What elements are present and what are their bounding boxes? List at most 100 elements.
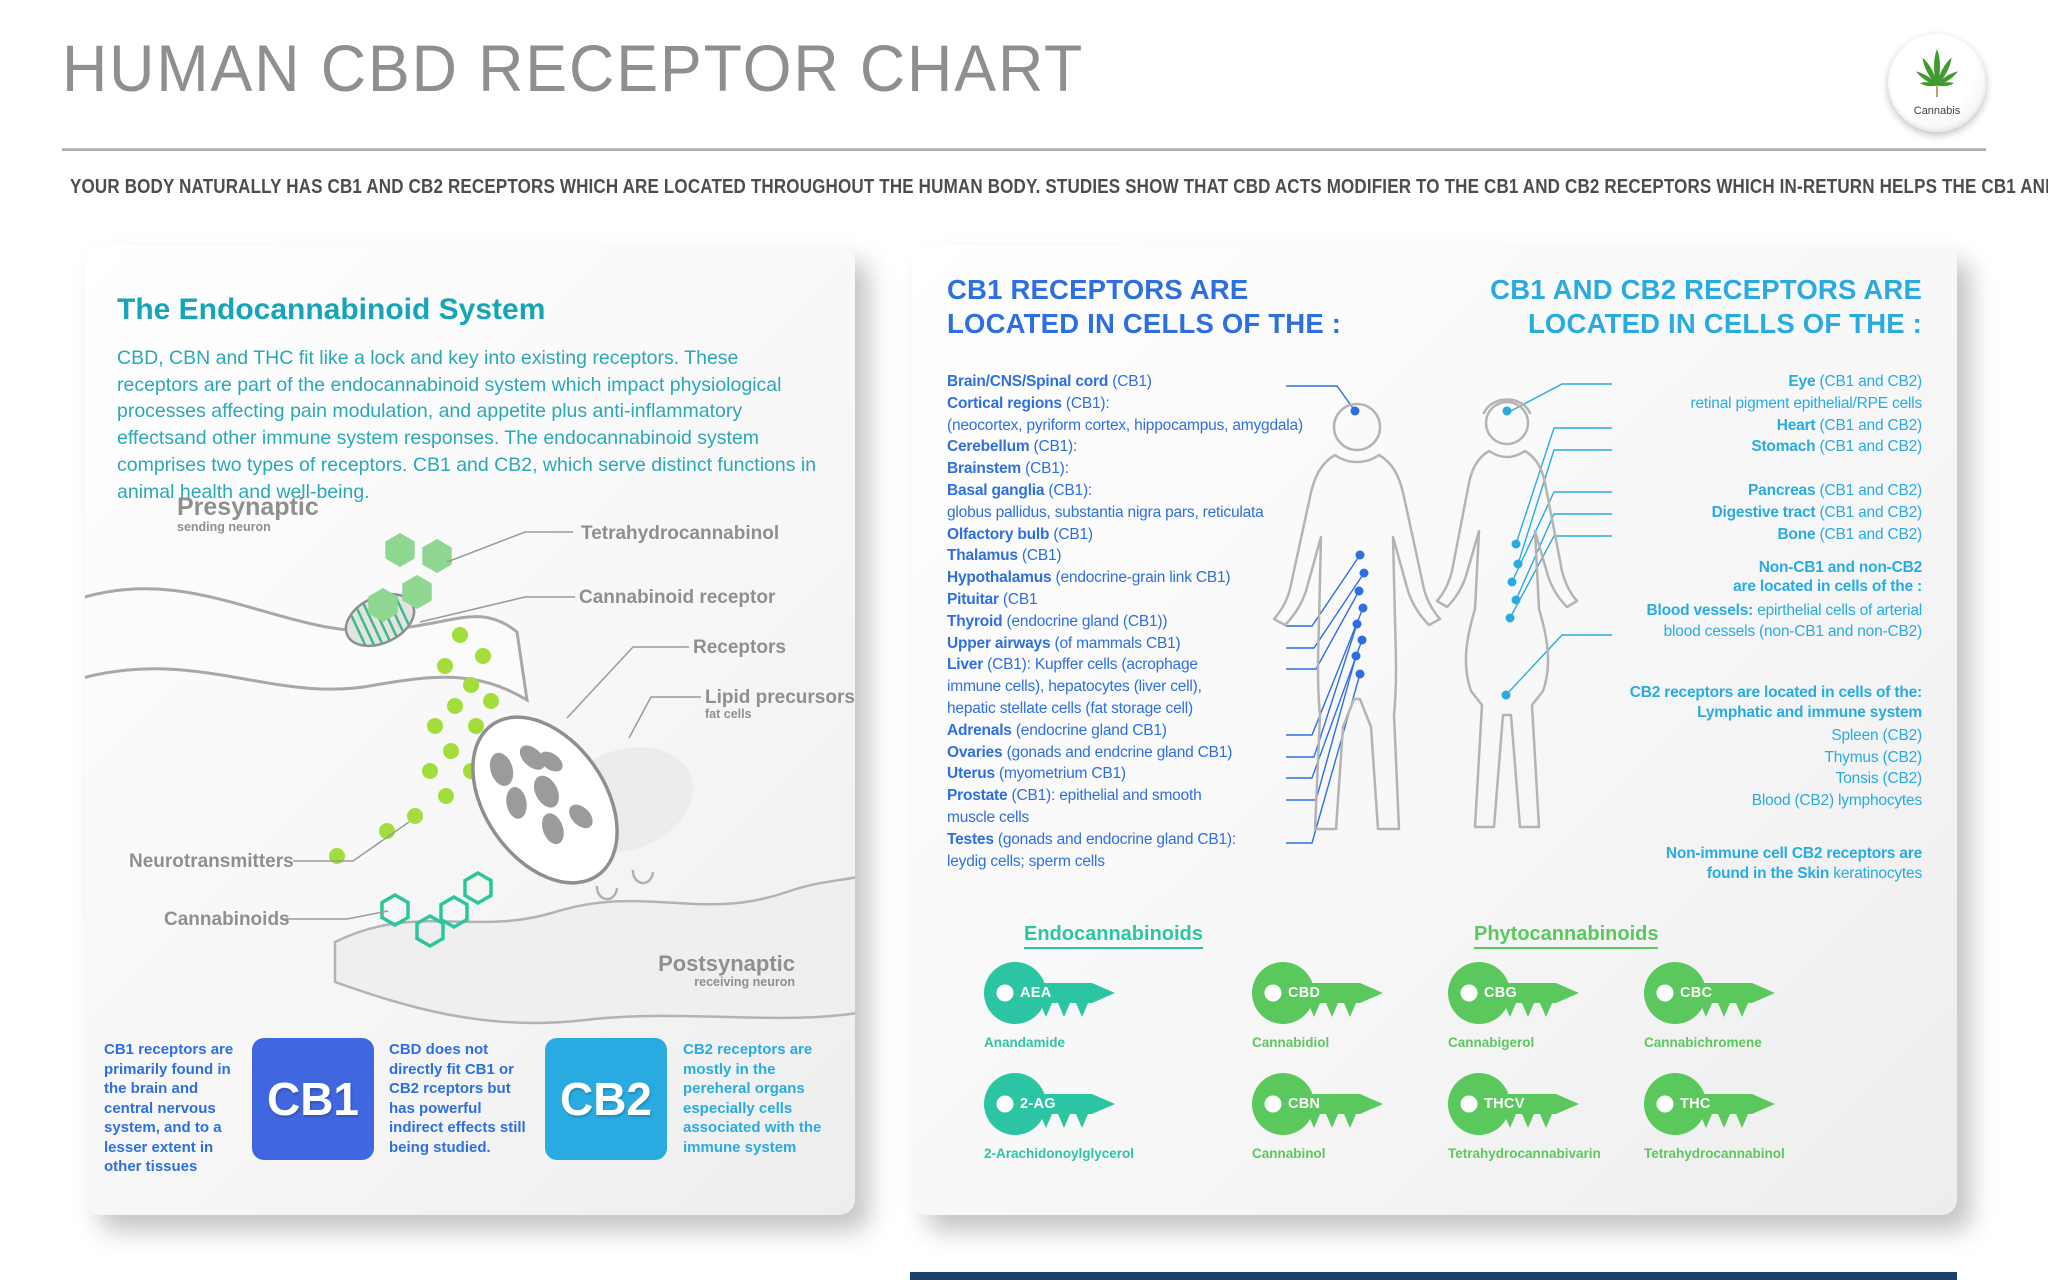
list-item: retinal pigment epithelial/RPE cells xyxy=(1690,394,1923,412)
list-item: Hypothalamus (endocrine-grain link CB1) xyxy=(947,569,1231,587)
cbd-note: CBD does not directly fit CB1 or CB2 rce… xyxy=(389,1041,526,1156)
list-item: immune cells), hepatocytes (liver cell), xyxy=(947,678,1202,696)
female-figure-outline xyxy=(1435,398,1579,829)
list-item: hepatic stellate cells (fat storage cell… xyxy=(947,699,1193,717)
page-title: HUMAN CBD RECEPTOR CHART xyxy=(62,31,1085,105)
key-name: 2-Arachidonoylglycerol xyxy=(984,1146,1135,1161)
cb1-receptor-dots xyxy=(1350,406,1369,679)
cannabinoid-key: 2-AG 2-Arachidonoylglycerol xyxy=(984,1072,1252,1161)
presynaptic-label: Presynaptic sending neuron xyxy=(177,493,319,534)
key-name: Anandamide xyxy=(984,1035,1066,1050)
footer-strip xyxy=(910,1272,1957,1280)
cannabinoid-key: CBN Cannabinol xyxy=(1252,1072,1448,1161)
key-abbr: CBG xyxy=(1484,985,1518,1001)
list-item: muscle cells xyxy=(947,808,1030,826)
key-abbr: CBC xyxy=(1680,985,1713,1001)
key-icon xyxy=(984,962,1115,1024)
endocannabinoids-heading: Endocannabinoids xyxy=(1024,923,1203,949)
list-item: Thymus (CB2) xyxy=(1824,748,1922,766)
cb1cb2-receptor-dots xyxy=(1501,406,1523,700)
list-item: Blood (CB2) lymphocytes xyxy=(1751,792,1922,810)
cb1cb2-locations-heading: CB1 AND CB2 RECEPTORS ARE LOCATED IN CEL… xyxy=(1490,274,1922,339)
list-item: Uterus (myometrium CB1) xyxy=(947,765,1126,783)
key-abbr: 2-AG xyxy=(1020,1096,1056,1112)
cannabis-leaf-icon xyxy=(1916,49,1958,97)
postsynaptic-neuron-outline xyxy=(333,876,855,1025)
list-item: Cerebellum (CB1): xyxy=(947,438,1078,456)
list-item: Stomach (CB1 and CB2) xyxy=(1751,438,1922,456)
key-abbr: AEA xyxy=(1020,985,1052,1001)
non-cb-heading: Non-CB1 and non-CB2 are located in cells… xyxy=(1733,558,1922,596)
list-item: Testes (gonads and endocrine gland CB1): xyxy=(947,830,1236,848)
cannabinoid-key: CBD Cannabidiol xyxy=(1252,961,1448,1050)
key-abbr: CBN xyxy=(1288,1096,1321,1112)
list-item: Thyroid (endocrine gland (CB1)) xyxy=(947,612,1168,630)
subtitle: YOUR BODY NATURALLY HAS CB1 AND CB2 RECE… xyxy=(70,176,2048,198)
cannabinoid-key: AEA Anandamide xyxy=(984,961,1252,1050)
list-item: Heart (CB1 and CB2) xyxy=(1776,416,1922,434)
key-name: Cannabichromene xyxy=(1644,1035,1762,1050)
key-abbr: CBD xyxy=(1288,985,1321,1001)
list-item: (neocortex, pyriform cortex, hippocampus… xyxy=(947,416,1303,434)
lipid-sublabel: fat cells xyxy=(705,707,752,721)
endocannabinoid-heading: The Endocannabinoid System xyxy=(117,293,546,326)
cb1-badge: CB1 xyxy=(252,1038,374,1160)
key-name: Cannabidiol xyxy=(1252,1035,1330,1050)
label-connector-lines xyxy=(281,531,701,920)
postsynaptic-label: Postsynaptic receiving neuron xyxy=(625,951,795,989)
key-name: Cannabigerol xyxy=(1448,1035,1535,1050)
cb2-note: CB2 receptors are mostly in the perehera… xyxy=(683,1041,822,1156)
list-item: Prostate (CB1): epithelial and smooth xyxy=(947,787,1202,805)
list-item: Pancreas (CB1 and CB2) xyxy=(1748,482,1922,500)
list-item: Brainstem (CB1): xyxy=(947,460,1069,478)
key-icon xyxy=(984,1073,1115,1135)
list-item: leydig cells; sperm cells xyxy=(947,852,1105,870)
cannabinoid-receptor-label: Cannabinoid receptor xyxy=(579,587,776,608)
list-item: Brain/CNS/Spinal cord (CB1) xyxy=(947,373,1152,390)
cb2-locations-list: Spleen (CB2)Thymus (CB2)Tonsis (CB2)Bloo… xyxy=(1582,727,1922,814)
cannabinoid-hexagons xyxy=(380,870,493,949)
key-icon xyxy=(1252,1073,1383,1135)
phytocannabinoids-heading: Phytocannabinoids xyxy=(1474,923,1659,949)
endocannabinoid-paragraph: CBD, CBN and THC fit like a lock and key… xyxy=(117,347,817,503)
key-icon xyxy=(1644,962,1775,1024)
list-item: Upper airways (of mammals CB1) xyxy=(947,634,1181,652)
postsynaptic-sublabel: receiving neuron xyxy=(694,975,795,989)
key-abbr: THCV xyxy=(1484,1096,1525,1112)
cb2-section-heading: CB2 receptors are located in cells of th… xyxy=(1629,684,1922,721)
cannabinoid-key: CBC Cannabichromene xyxy=(1644,961,1840,1050)
list-item: Eye (CB1 and CB2) xyxy=(1788,373,1922,390)
cannabis-logo: Cannabis xyxy=(1888,34,1986,132)
cannabinoid-key: CBG Cannabigerol xyxy=(1448,961,1644,1050)
list-item: Thalamus (CB1) xyxy=(947,547,1062,565)
cb1-note: CB1 receptors are primarily found in the… xyxy=(104,1041,234,1175)
key-name: Tetrahydrocannabivarin xyxy=(1448,1146,1601,1161)
neurotransmitters-label: Neurotransmitters xyxy=(129,851,294,872)
lipid-precursors-label: Lipid precursors fat cells xyxy=(705,687,855,721)
list-item: Cortical regions (CB1): xyxy=(947,394,1110,412)
cannabinoids-label: Cannabinoids xyxy=(164,909,290,930)
presynaptic-sublabel: sending neuron xyxy=(177,520,271,534)
key-name: Cannabinol xyxy=(1252,1146,1326,1161)
blood-vessels-note: Blood vessels: epirthelial cells of arte… xyxy=(1646,602,1923,641)
skin-note: Non-immune cell CB2 receptors are found … xyxy=(1665,844,1922,883)
key-icon xyxy=(1448,1073,1579,1135)
presynaptic-neuron-outline xyxy=(85,587,529,703)
membrane-receptor-glyphs xyxy=(595,869,655,901)
header-divider xyxy=(62,148,1986,151)
list-item: Adrenals (endocrine gland CB1) xyxy=(947,721,1167,739)
neuron-diagram-art xyxy=(85,531,855,1025)
list-item: Ovaries (gonads and endcrine gland CB1) xyxy=(947,743,1233,761)
cb1cb2-list-group1: Eye (CB1 and CB2) retinal pigment epithel… xyxy=(1582,373,1923,460)
thc-hexagons xyxy=(368,533,452,622)
receptors-label: Receptors xyxy=(693,637,786,658)
cb1-locations-list: Brain/CNS/Spinal cord (CB1) Cortical regi… xyxy=(947,373,1319,874)
list-item: Olfactory bulb (CB1) xyxy=(947,525,1093,543)
key-icon xyxy=(1252,962,1383,1024)
logo-label: Cannabis xyxy=(1913,105,1961,117)
cb2-badge: CB2 xyxy=(545,1038,667,1160)
list-item: Basal ganglia (CB1): xyxy=(947,481,1093,499)
key-icon xyxy=(1644,1073,1775,1135)
